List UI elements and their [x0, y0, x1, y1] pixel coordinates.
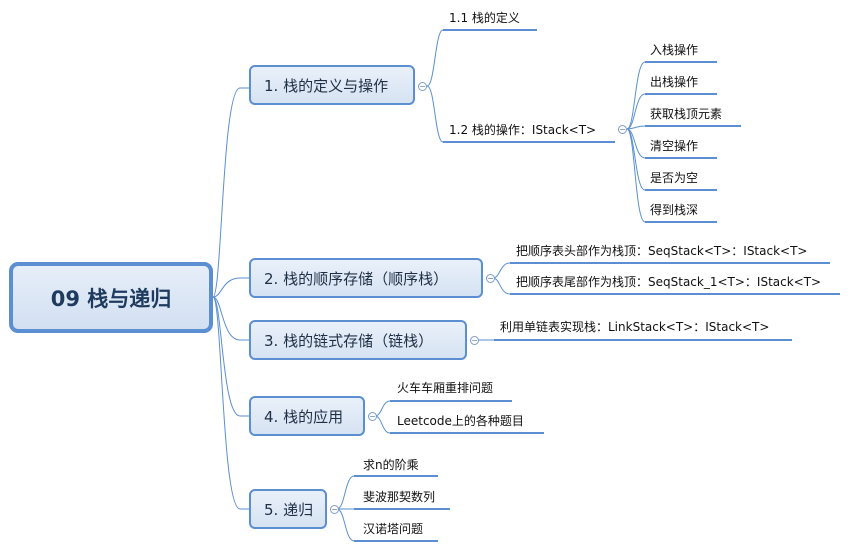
subtopic-stack-definition[interactable]: 1.1 栈的定义: [449, 11, 520, 25]
subtopic-leetcode[interactable]: Leetcode上的各种题目: [397, 414, 524, 428]
subtopic-seqstack-1[interactable]: 把顺序表尾部作为栈顶：SeqStack_1<T>：IStack<T>: [516, 275, 822, 289]
collapse-toggle-icon[interactable]: −: [618, 124, 627, 134]
underline: [354, 475, 438, 477]
underline: [645, 125, 741, 127]
leaf-depth[interactable]: 得到栈深: [650, 203, 699, 217]
topic-stack-application[interactable]: 4. 栈的应用: [249, 396, 365, 436]
collapse-toggle-icon[interactable]: −: [368, 411, 377, 421]
collapse-toggle-icon[interactable]: −: [486, 273, 495, 283]
leaf-push[interactable]: 入栈操作: [650, 43, 699, 57]
subtopic-factorial[interactable]: 求n的阶乘: [363, 458, 419, 472]
underline: [510, 262, 830, 264]
collapse-toggle-icon[interactable]: −: [470, 335, 479, 345]
subtopic-train-car[interactable]: 火车车厢重排问题: [397, 381, 494, 395]
collapse-toggle-icon[interactable]: −: [418, 81, 427, 91]
underline: [645, 157, 717, 159]
leaf-is-empty[interactable]: 是否为空: [650, 171, 699, 185]
underline: [443, 29, 537, 31]
underline: [645, 189, 717, 191]
underline: [390, 432, 544, 434]
underline: [510, 293, 840, 295]
collapse-toggle-icon[interactable]: −: [330, 504, 339, 514]
subtopic-hanoi[interactable]: 汉诺塔问题: [363, 522, 424, 536]
subtopic-stack-operations[interactable]: 1.2 栈的操作：IStack<T>: [449, 123, 597, 137]
topic-sequential-stack[interactable]: 2. 栈的顺序存储（顺序栈）: [249, 258, 483, 298]
underline: [390, 400, 512, 402]
underline: [645, 221, 717, 223]
underline: [354, 508, 450, 510]
leaf-pop[interactable]: 出栈操作: [650, 75, 699, 89]
topic-recursion[interactable]: 5. 递归: [249, 489, 327, 529]
subtopic-seqstack[interactable]: 把顺序表头部作为栈顶：SeqStack<T>：IStack<T>: [516, 244, 808, 258]
root-topic[interactable]: 09 栈与递归: [9, 262, 213, 333]
subtopic-linkstack[interactable]: 利用单链表实现栈：LinkStack<T>：IStack<T>: [500, 320, 770, 334]
topic-stack-definition[interactable]: 1. 栈的定义与操作: [249, 65, 415, 105]
underline: [645, 61, 717, 63]
underline: [494, 339, 792, 341]
underline: [645, 93, 717, 95]
topic-linked-stack[interactable]: 3. 栈的链式存储（链栈）: [249, 320, 467, 360]
leaf-clear[interactable]: 清空操作: [650, 139, 699, 153]
underline: [354, 540, 438, 542]
leaf-peek[interactable]: 获取栈顶元素: [650, 107, 723, 121]
subtopic-fibonacci[interactable]: 斐波那契数列: [363, 490, 436, 504]
underline: [443, 141, 615, 143]
